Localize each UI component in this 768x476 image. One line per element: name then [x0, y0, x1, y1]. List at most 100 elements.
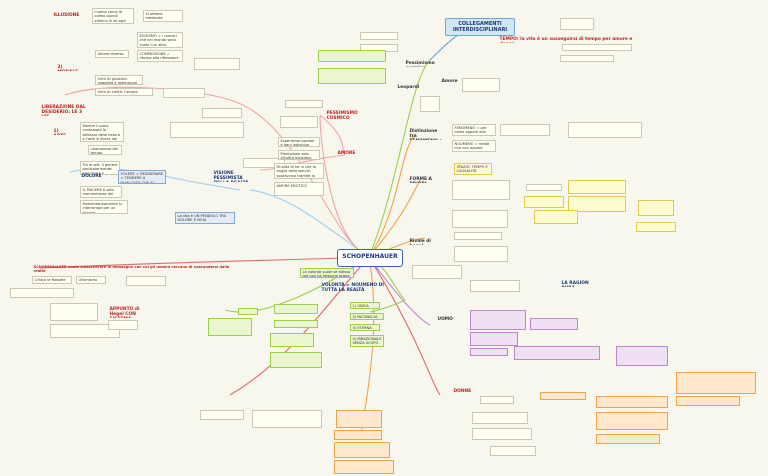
- appunto-sub: [108, 320, 138, 330]
- liberazione-label: LIBERAZIONE DAL DESIDERIO: LE 3 VIE: [41, 105, 86, 116]
- stato-node: [170, 122, 244, 138]
- pessimismo-c: [202, 108, 242, 118]
- noumeno-node: NOUMENO = realtà che non appare: [452, 140, 496, 152]
- forme-f: [524, 196, 564, 208]
- noia-node: Momentaneamente si interrompe per un ist…: [80, 200, 128, 214]
- tempo-sub: [562, 44, 632, 51]
- illusione-rest: Si ottiene mediante meditazione dell'ASC…: [143, 10, 183, 22]
- forme-e: [638, 200, 674, 216]
- donne-d: [490, 446, 536, 456]
- egoismo-node: EGOISMO = i rancori che nel mondo sono c…: [137, 32, 183, 48]
- volonta-label: VOLONTÀ = NOUMENO DI TUTTA LA REALTÀ: [321, 283, 384, 293]
- ragion-a: [470, 280, 520, 292]
- forme-label: FORME A PRIORI: [409, 177, 432, 183]
- virtu-node: Virtù di giustizia: negativa e astension…: [95, 75, 143, 85]
- critica-title: SCHOPENHAUER vuole smascherare le menzog…: [33, 265, 230, 272]
- donne-c: [472, 428, 532, 440]
- illusione-label: ILLUSIONE: [53, 13, 80, 18]
- arte-desc: Mentre l'uomo contempla la bellezza dell…: [80, 122, 124, 142]
- appunto-label: APPUNTO di Hegel CON SISTEMA DEL SCOPRIT…: [109, 307, 140, 318]
- donne-g: [596, 412, 668, 430]
- pessimismo-label: PESSIMISMO COSMICO: [326, 111, 358, 121]
- amore-right-label: Amore: [441, 79, 458, 84]
- volonta-item-3: 4) IRRAZIONALE SENZA SCOPO: [350, 335, 384, 347]
- bottom-d: [334, 430, 382, 440]
- forme-d: [568, 196, 626, 212]
- distinzione-d: [568, 122, 642, 138]
- sole-label: [408, 40, 430, 47]
- musica-node: Liberazione dal tempo: [88, 145, 122, 155]
- donne-i: [676, 372, 756, 394]
- right-f: [420, 96, 440, 112]
- critica-desc3: [126, 276, 166, 286]
- uomo-d: [470, 348, 508, 356]
- rivale-a: [452, 210, 508, 228]
- forme-uni: [412, 265, 462, 279]
- amore-item-3: AMORE EROTICO: [274, 182, 324, 196]
- donne-b: [472, 412, 528, 424]
- leopardi-label: Leopardi: [397, 85, 420, 90]
- tragedia-node: Tra le arti: il genere particolarmente: …: [80, 161, 120, 175]
- critica-desc5: [50, 303, 98, 321]
- italia-label: [408, 22, 432, 29]
- uomo-donna-sub: [560, 55, 614, 62]
- volonta-item-0: 1) UNICA: [350, 302, 380, 309]
- critica-desc4: [10, 288, 74, 298]
- amore-item-0: Esperienze basilari e ogni individuo: [278, 137, 320, 147]
- volonta-sub-e: [208, 318, 252, 336]
- volonta-sub-c: [270, 333, 314, 347]
- amore-label: AMORE: [337, 151, 356, 156]
- pessimismo-b: [280, 116, 318, 128]
- arte-label: 1) ARTE: [53, 129, 67, 135]
- donne-f: [596, 396, 668, 408]
- center-node[interactable]: SCHOPENHAUER: [337, 249, 403, 267]
- bottom-a: [200, 410, 244, 420]
- donne-e: [540, 392, 586, 400]
- tempo-label: TEMPO: la vita è un susseguirsi di tempo…: [499, 37, 633, 43]
- pessimismo-cosmico-label: Pessimismo cosmico: [405, 61, 435, 67]
- forme-a: [452, 180, 510, 200]
- volonta-sub-b: [274, 320, 318, 328]
- impiego-node: [194, 58, 240, 70]
- fenomeno-node: FENOMENO = per come appare alla nostra c…: [452, 124, 496, 136]
- spazio-node: SPAZIO, TEMPO E CAUSALITÀ: [454, 163, 492, 175]
- distinzione-label: Distinzione tra FENOMENO e NOUMENO: [409, 129, 443, 140]
- donne-label: DONNE: [453, 389, 472, 394]
- rivale-label: Rivale di hegel: [409, 239, 431, 245]
- bottom-c: [336, 410, 382, 428]
- rivale-c: [454, 246, 508, 262]
- bottom-e: [334, 442, 390, 458]
- bottom-b: [252, 410, 322, 428]
- rivale-b: [454, 232, 502, 240]
- right-a: [360, 32, 398, 40]
- ragion-pura: LA RAGION PURA: [561, 281, 589, 287]
- pendolo-node: La vita è UN PENDOLO TRA DOLORE E NOIA: [175, 212, 235, 224]
- bottom-f: [334, 460, 394, 474]
- right-c: [318, 50, 386, 62]
- uomo-a: [470, 310, 526, 330]
- piatto-sub: [560, 18, 594, 30]
- amore-item-2: Finalità di far si che la voglia della s…: [274, 163, 324, 179]
- amore-item-1: Produzione solo all'altro individuo: [278, 150, 320, 160]
- volere-node: VOLERE = DESIDERARE = TENDERE A QUALCOSA…: [118, 170, 166, 184]
- noia-transitoria: [163, 88, 205, 98]
- pessimismo-a: [285, 100, 323, 108]
- uomo-f: [616, 346, 668, 366]
- volonta-item-2: 3) ETERNA: [350, 324, 380, 331]
- uomo-c: [470, 332, 518, 346]
- right-e: [462, 78, 500, 92]
- dolore-label: DOLORE: [81, 174, 102, 179]
- donne-h: [596, 434, 660, 444]
- distinzione-c: [500, 124, 550, 136]
- critica-desc2: Ottimismo cosmico e fede: [76, 276, 106, 284]
- uomo-donna-label: [468, 52, 552, 64]
- donne-j: [676, 396, 740, 406]
- volonta-sub-f: [238, 308, 258, 315]
- uomo-label: UOMO: [437, 317, 453, 322]
- morale-label: 2) MORALE: [57, 65, 79, 71]
- illusione-desc: l'uomo cerca di colmo quindi elimina in …: [92, 8, 134, 24]
- volonta-item-1: 2) INCONSCIA: [350, 313, 384, 320]
- visione-label: VISIONE PESSIMISTA DELLA REALTÀ: [213, 171, 249, 182]
- collegamenti-node[interactable]: COLLEGAMENTI INTERDISCIPLINARI: [445, 18, 515, 36]
